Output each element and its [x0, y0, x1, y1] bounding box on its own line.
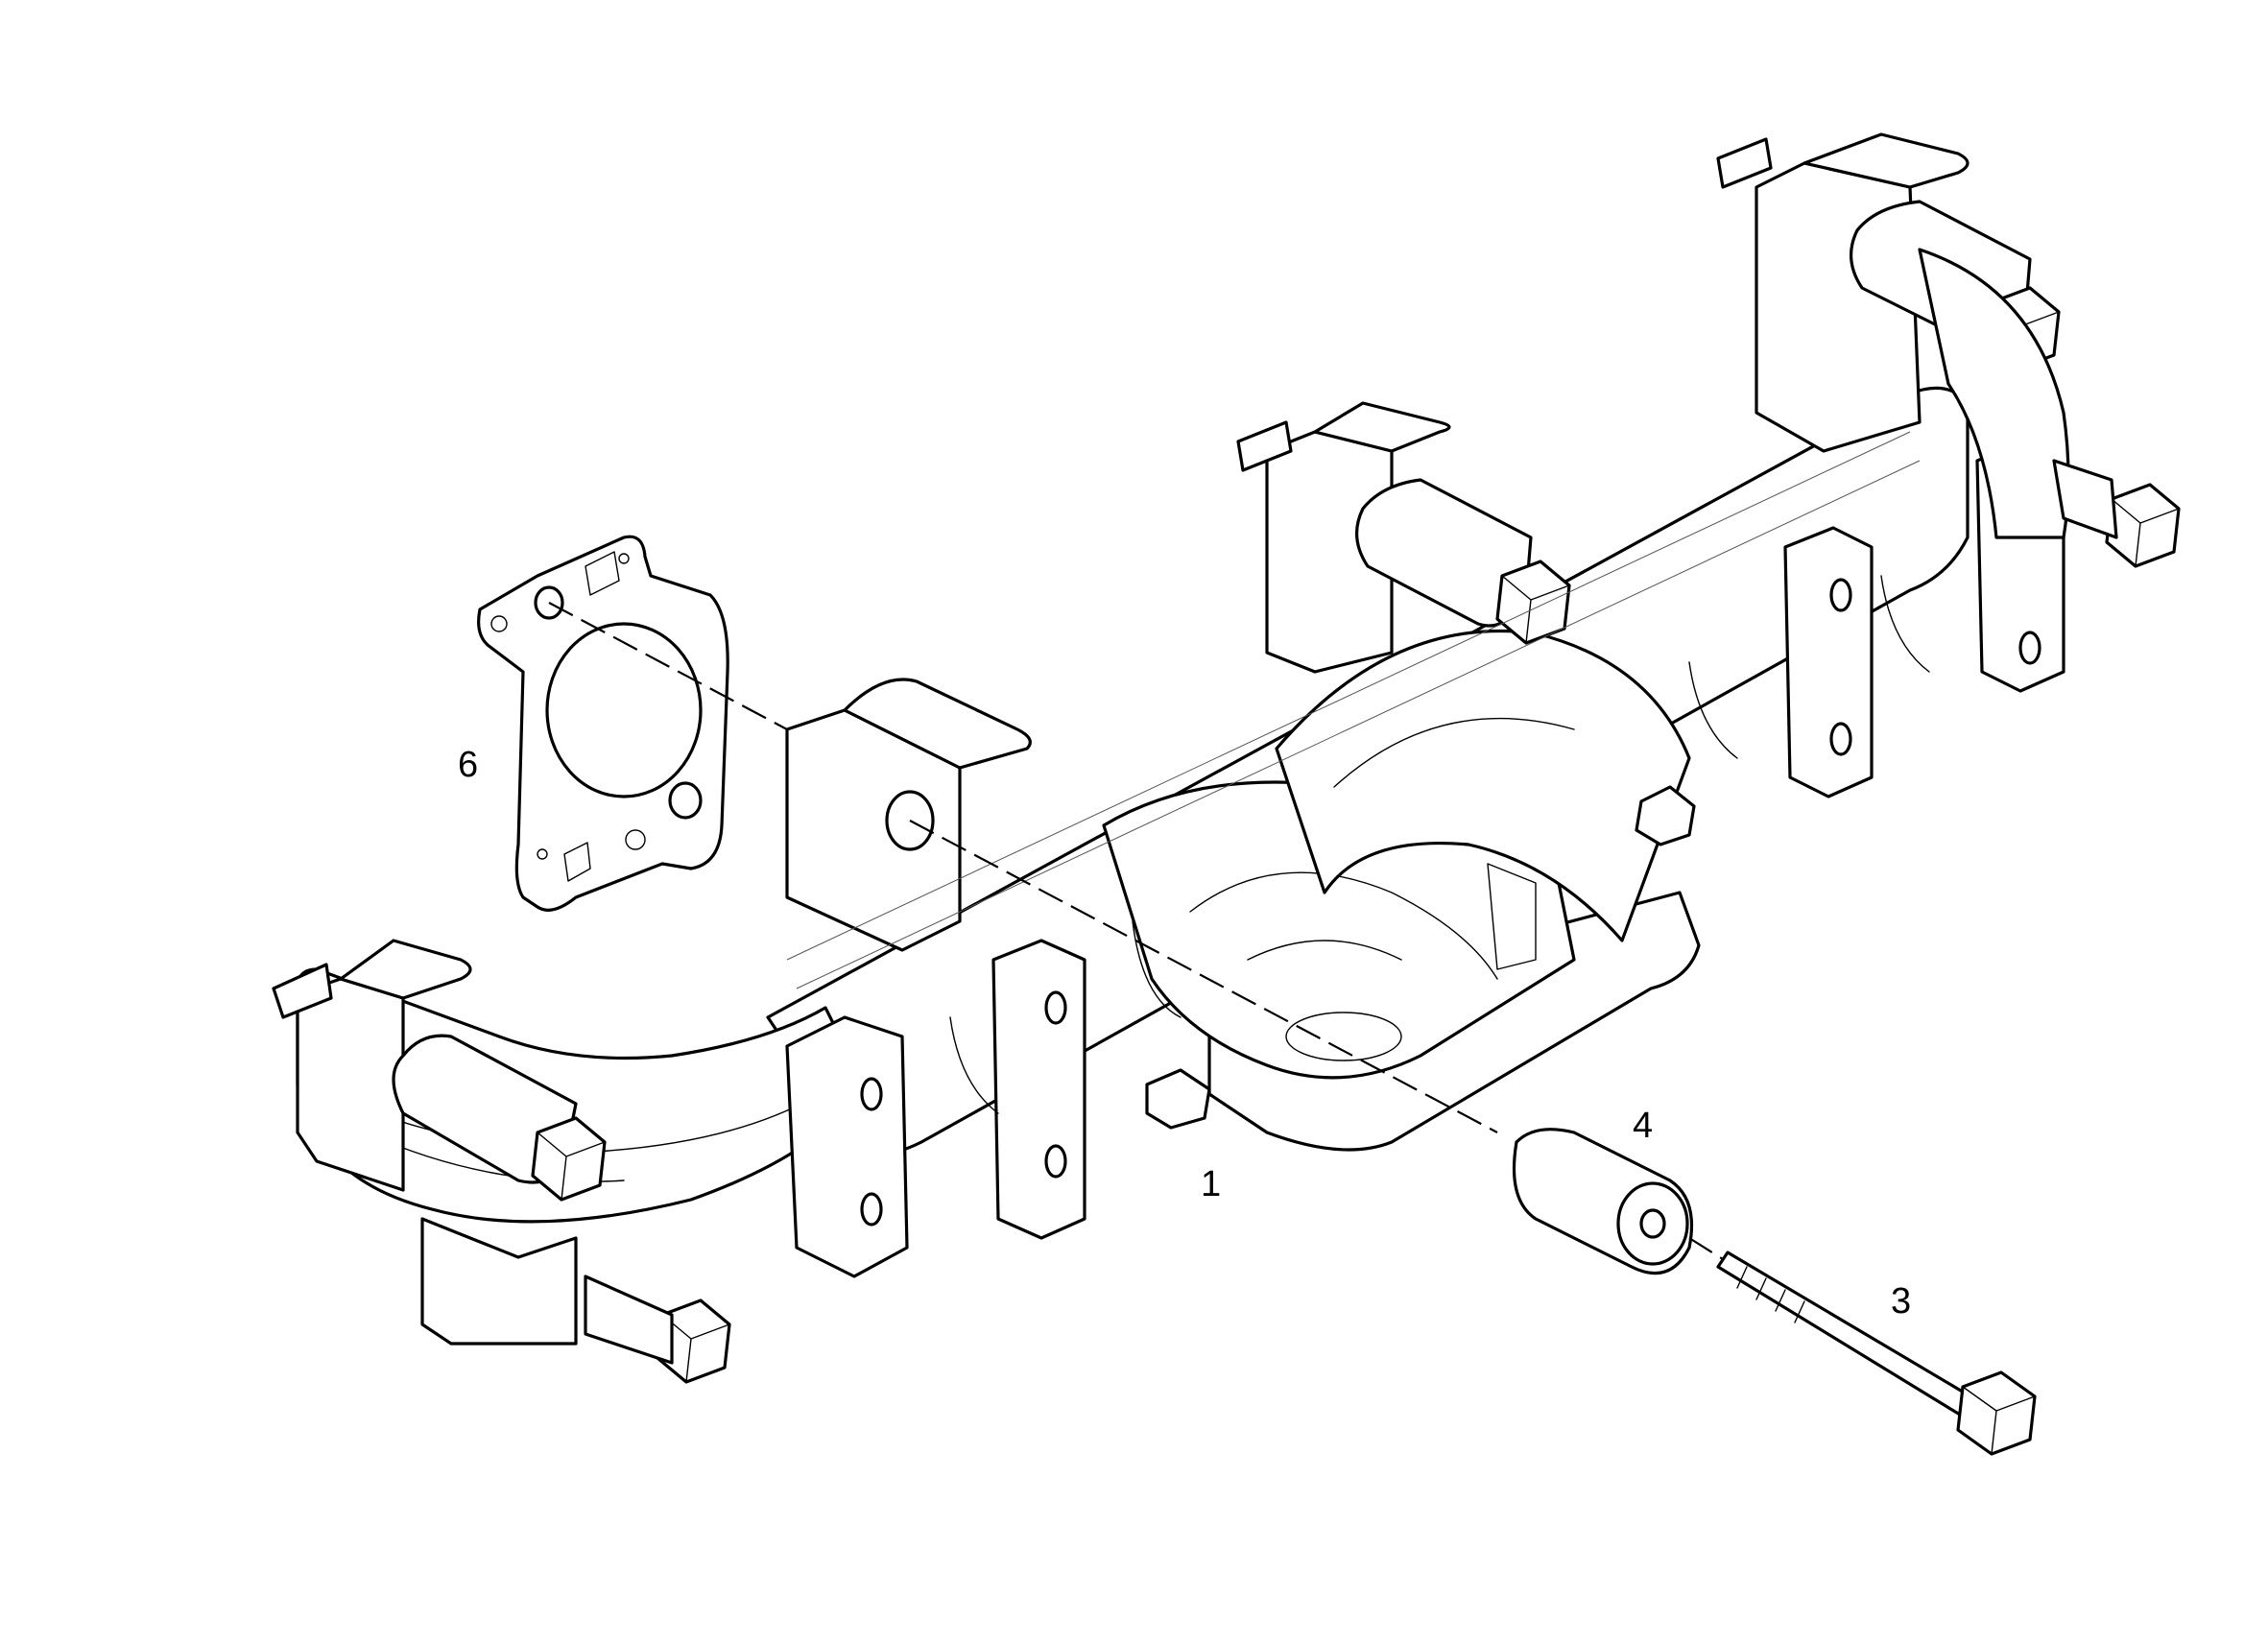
- flange-bolt: [1716, 1251, 2037, 1456]
- assembly-line-bolt: [1688, 1237, 1724, 1260]
- callout-6: 6: [458, 745, 479, 785]
- manifold-gasket: [477, 535, 729, 912]
- callout-3: 3: [1891, 1281, 1912, 1322]
- callout-1: 1: [1201, 1164, 1222, 1204]
- assembly-line-gasket: [548, 602, 788, 730]
- assembly-line-spacer: [909, 820, 1498, 1133]
- exhaust-manifold: [272, 132, 2181, 1384]
- callout-4: 4: [1633, 1106, 1654, 1146]
- spacer-sleeve: [1512, 1128, 1693, 1275]
